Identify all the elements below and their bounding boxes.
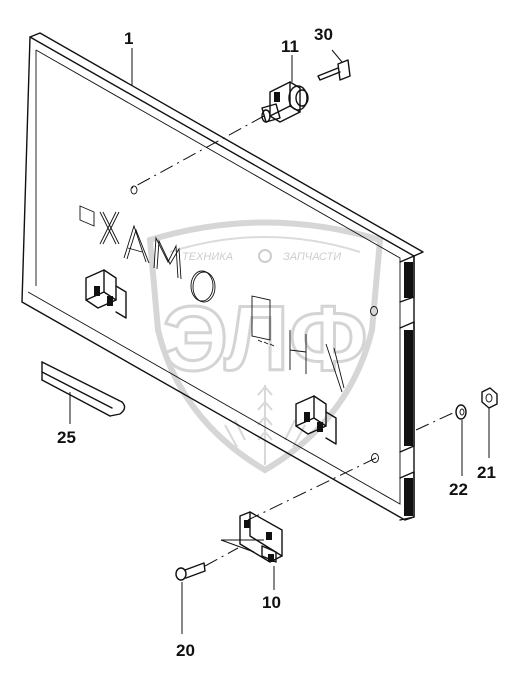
hinge — [239, 511, 283, 563]
gear-icon — [258, 249, 272, 263]
key — [317, 59, 351, 81]
nut — [481, 387, 498, 409]
watermark: ТЕХНИКА ЗАПЧАСТИ ЭЛФ — [146, 219, 384, 474]
label-washer: 22 — [449, 480, 468, 499]
latch — [261, 81, 309, 123]
panel-hole — [370, 306, 378, 316]
label-nut: 21 — [477, 463, 496, 482]
label-door-panel: 1 — [124, 29, 133, 48]
label-seal-strip: 25 — [57, 428, 76, 447]
door-panel — [21, 32, 424, 521]
label-hinge: 10 — [262, 593, 281, 612]
watermark-shield — [146, 219, 384, 474]
wheat-emblem-icon — [224, 385, 306, 465]
leader-lines — [69, 48, 490, 634]
screw — [175, 562, 206, 581]
washer — [455, 404, 467, 420]
label-screw: 20 — [176, 641, 195, 660]
panel-embossed-lettering — [99, 211, 345, 393]
watermark-brand-left: ТЕХНИКА — [182, 251, 233, 263]
assembly-lines — [131, 115, 456, 567]
panel-hole — [371, 453, 379, 463]
label-latch: 11 — [281, 37, 299, 56]
panel-edge-tab — [404, 262, 413, 298]
label-key: 30 — [314, 25, 333, 44]
seal-strip — [41, 361, 126, 417]
panel-clip — [295, 395, 337, 445]
panel-clip — [85, 269, 127, 319]
panel-cutout — [79, 205, 95, 227]
panel-marks — [257, 339, 275, 347]
panel-edge-tab — [404, 330, 413, 446]
panel-edge-tab — [404, 478, 413, 516]
watermark-brand-right: ЗАПЧАСТИ — [283, 251, 341, 263]
panel-hole — [130, 185, 138, 195]
